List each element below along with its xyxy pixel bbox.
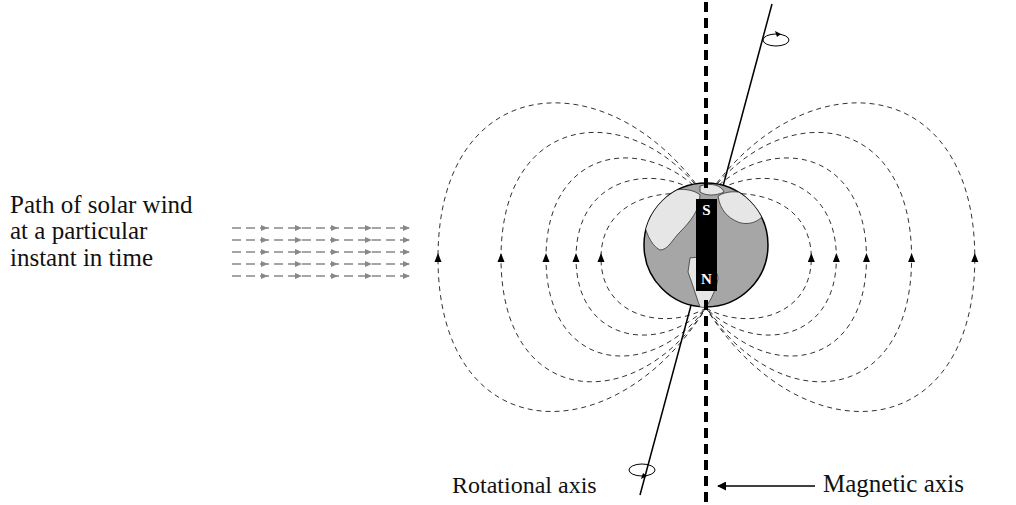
pole-label-bottom: N [701, 272, 712, 287]
solar-wind-arrow [232, 227, 414, 228]
solar-wind-arrowhead [403, 237, 410, 243]
solar-wind-arrowhead [295, 237, 302, 243]
solar-wind-arrowhead [403, 273, 410, 279]
solar-wind-arrowhead [365, 225, 372, 231]
field-arrow [573, 253, 580, 262]
field-arrow [833, 253, 840, 262]
field-arrow [908, 253, 915, 262]
solar-wind-arrowhead [365, 273, 372, 279]
field-arrow [863, 253, 870, 262]
solar-wind-arrowhead [295, 249, 302, 255]
solar-wind-arrows [232, 225, 414, 279]
bar-magnet: SN [696, 199, 717, 291]
rotation-arrow [629, 464, 655, 476]
field-arrow [598, 253, 605, 262]
solar-wind-arrowhead [295, 273, 302, 279]
continents [642, 184, 766, 312]
solar-wind-arrowhead [403, 261, 410, 267]
solar-wind-arrowhead [331, 249, 338, 255]
solar-wind-arrowhead [331, 273, 338, 279]
solar-wind-label: Path of solar wind at a particular insta… [10, 192, 215, 271]
solar-wind-arrowhead [295, 261, 302, 267]
solar-wind-arrow [232, 263, 414, 264]
solar-wind-arrow [232, 275, 414, 276]
solar-wind-arrowhead [331, 237, 338, 243]
solar-wind-arrowhead [261, 237, 268, 243]
axis-label: Rotational axis [452, 473, 637, 498]
rotation-arrowhead [641, 473, 647, 479]
solar-wind-arrow [232, 251, 414, 252]
solar-wind-arrowhead [261, 261, 268, 267]
rotation-arrow [763, 34, 789, 46]
solar-wind-arrowhead [261, 273, 268, 279]
field-arrow [435, 253, 442, 262]
solar-wind-arrowhead [331, 261, 338, 267]
magnetic-axis [704, 2, 708, 190]
leader-arrow [718, 485, 815, 487]
solar-wind-arrowhead [295, 225, 302, 231]
field-arrow [808, 253, 815, 262]
solar-wind-arrow [232, 239, 414, 240]
solar-wind-arrowhead [365, 237, 372, 243]
solar-wind-arrowhead [365, 249, 372, 255]
field-arrow [971, 253, 978, 262]
solar-wind-arrowhead [261, 225, 268, 231]
field-arrow [498, 253, 505, 262]
field-arrow [543, 253, 550, 262]
solar-wind-arrowhead [331, 225, 338, 231]
magnetic-axis [704, 300, 708, 505]
solar-wind-arrowhead [403, 249, 410, 255]
solar-wind-arrowhead [261, 249, 268, 255]
rotation-arrowhead [775, 31, 781, 37]
solar-wind-arrowhead [365, 261, 372, 267]
axis-label: Magnetic axis [823, 471, 1008, 497]
pole-label-top: S [702, 203, 710, 218]
solar-wind-arrowhead [403, 225, 410, 231]
